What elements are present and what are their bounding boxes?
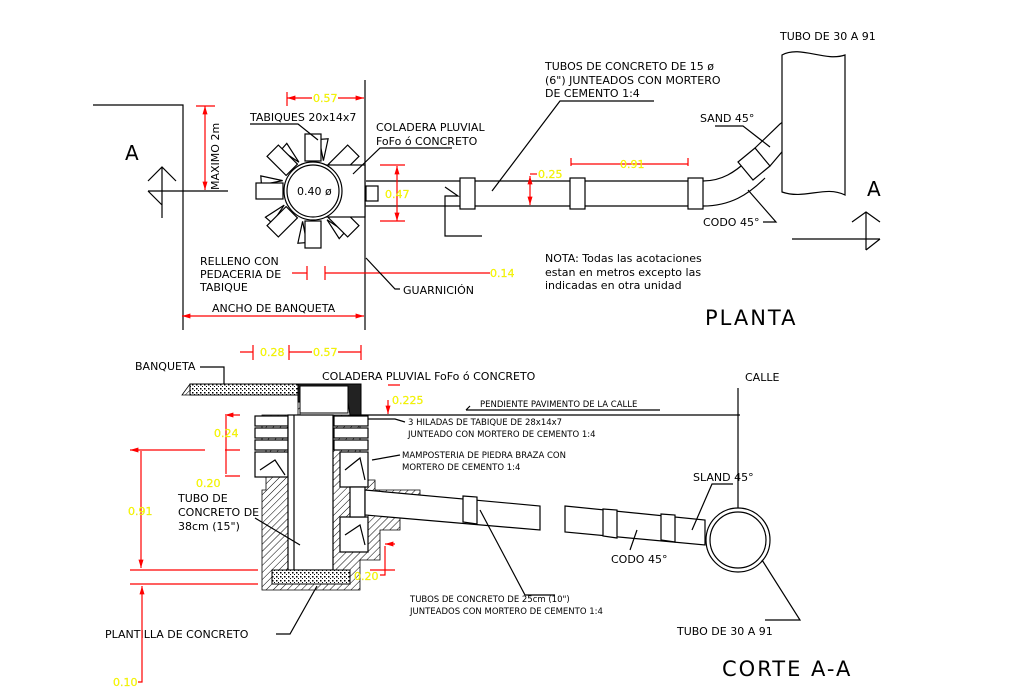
- dim-024-020: [225, 415, 240, 477]
- nota-line-1: NOTA: Todas las acotaciones: [545, 252, 702, 265]
- section-arrow-left: [147, 166, 228, 218]
- dim-028-text: 0.28: [260, 346, 285, 359]
- dim-0225-text: 0.225: [392, 394, 424, 407]
- banqueta-label: BANQUETA: [135, 360, 196, 373]
- tabique-brick: [255, 182, 284, 200]
- tubo-30-label: TUBO DE 30 A 91: [779, 30, 876, 43]
- dim-091-text: 0.91: [620, 158, 645, 171]
- ancho-label: ANCHO DE BANQUETA: [212, 302, 336, 315]
- calle-label: CALLE: [745, 371, 779, 384]
- relleno-label-2: PEDACERIA DE: [200, 268, 281, 281]
- planta-title: PLANTA: [705, 306, 797, 330]
- sland-label: SLAND 45°: [693, 471, 754, 484]
- mamposteria-label-1: MAMPOSTERIA DE PIEDRA BRAZA CON: [402, 451, 566, 461]
- plantilla-concreto: [271, 569, 351, 585]
- tubo-38cm: [287, 414, 334, 571]
- dim-025-text: 0.25: [538, 168, 563, 181]
- dim-020b: [370, 544, 395, 576]
- tubo-concreto-label-1: TUBO DE: [177, 492, 228, 505]
- banqueta-slab: [189, 383, 299, 396]
- tubo-30-corte-label: TUBO DE 30 A 91: [676, 625, 773, 638]
- guarnicion-label: GUARNICIÓN: [403, 284, 474, 297]
- hiladas-label-1: 3 HILADAS DE TABIQUE DE 28x14x7: [408, 418, 562, 428]
- hiladas-label-2: JUNTEADO CON MORTERO DE CEMENTO 1:4: [407, 430, 596, 440]
- dim-091-corte: [130, 450, 258, 585]
- maximo-label: MAXIMO 2m: [209, 123, 222, 190]
- coladera-corte-label: COLADERA PLUVIAL FoFo ó CONCRETO: [322, 370, 536, 383]
- dim-057-text: 0.57: [313, 92, 338, 105]
- tabique-brick: [304, 133, 322, 162]
- dim-014: [292, 266, 490, 280]
- tubo-concreto-label-3: 38cm (15"): [178, 520, 240, 533]
- dim-020a-text: 0.20: [196, 477, 221, 490]
- dim-014-text: 0.14: [490, 267, 515, 280]
- dim-010-text: 0.10: [113, 676, 138, 689]
- dim-091-corte-text: 0.91: [128, 505, 153, 518]
- section-arrow-right: [792, 211, 881, 251]
- tubos-label-1: TUBOS DE CONCRETO DE 15 ø: [544, 60, 714, 73]
- nota-line-3: indicadas en otra unidad: [545, 279, 682, 292]
- coladera-label-2: FoFo ó CONCRETO: [376, 135, 478, 148]
- dim-024-text: 0.24: [214, 427, 239, 440]
- tabique-brick: [266, 144, 299, 177]
- dim-091: [570, 158, 689, 166]
- dim-010: [138, 586, 145, 683]
- codo-label: CODO 45°: [703, 216, 759, 229]
- diameter-label: 0.40 ø: [297, 185, 332, 198]
- tabique-brick: [266, 205, 299, 238]
- pendiente-label: PENDIENTE PAVIMENTO DE LA CALLE: [480, 400, 637, 410]
- pipe-15-planta: [365, 51, 846, 210]
- section-cut-line: [444, 186, 482, 237]
- section-mark-right: A: [867, 177, 881, 201]
- brick-courses: [254, 415, 369, 553]
- dim-028-057: [240, 345, 362, 360]
- mamposteria-label-2: MORTERO DE CEMENTO 1:4: [402, 463, 520, 473]
- pipe-25-corte: [349, 486, 771, 573]
- planta-view: A MAXIMO 2m 0.40 ø 0.57 TABIQUES 20x14x7…: [93, 30, 881, 330]
- coladera-circle: [283, 161, 343, 221]
- corte-title: CORTE A-A: [722, 657, 852, 681]
- nota-line-2: estan en metros excepto las: [545, 266, 701, 279]
- dim-0225: [388, 384, 400, 414]
- tubos-corte-label-2: JUNTEADOS CON MORTERO DE CEMENTO 1:4: [409, 607, 603, 617]
- tubos-label-3: DE CEMENTO 1:4: [545, 87, 640, 100]
- dim-057-corte-text: 0.57: [313, 346, 338, 359]
- corte-view: 0.28 0.57 BANQUETA COLADERA PLUVIAL FoFo…: [105, 345, 852, 689]
- coladera-label-1: COLADERA PLUVIAL: [376, 121, 485, 134]
- dim-047-text: 0.47: [385, 188, 410, 201]
- main-pipe-circle: [705, 507, 771, 573]
- tubos-label-2: (6") JUNTEADOS CON MORTERO: [545, 74, 721, 87]
- plantilla-label: PLANTILLA DE CONCRETO: [105, 628, 249, 641]
- tabique-brick: [304, 220, 322, 249]
- sand-label: SAND 45°: [700, 112, 754, 125]
- codo-corte-label: CODO 45°: [611, 553, 667, 566]
- tubos-corte-label-1: TUBOS DE CONCRETO DE 25cm (10"): [409, 595, 570, 605]
- tabiques-label: TABIQUES 20x14x7: [249, 111, 356, 124]
- section-mark-left: A: [125, 141, 139, 165]
- relleno-label-1: RELLENO CON: [200, 255, 279, 268]
- relleno-label-3: TABIQUE: [199, 281, 248, 294]
- tubo-concreto-label-2: CONCRETO DE: [178, 506, 259, 519]
- dim-020b-text: 0.20: [354, 570, 379, 583]
